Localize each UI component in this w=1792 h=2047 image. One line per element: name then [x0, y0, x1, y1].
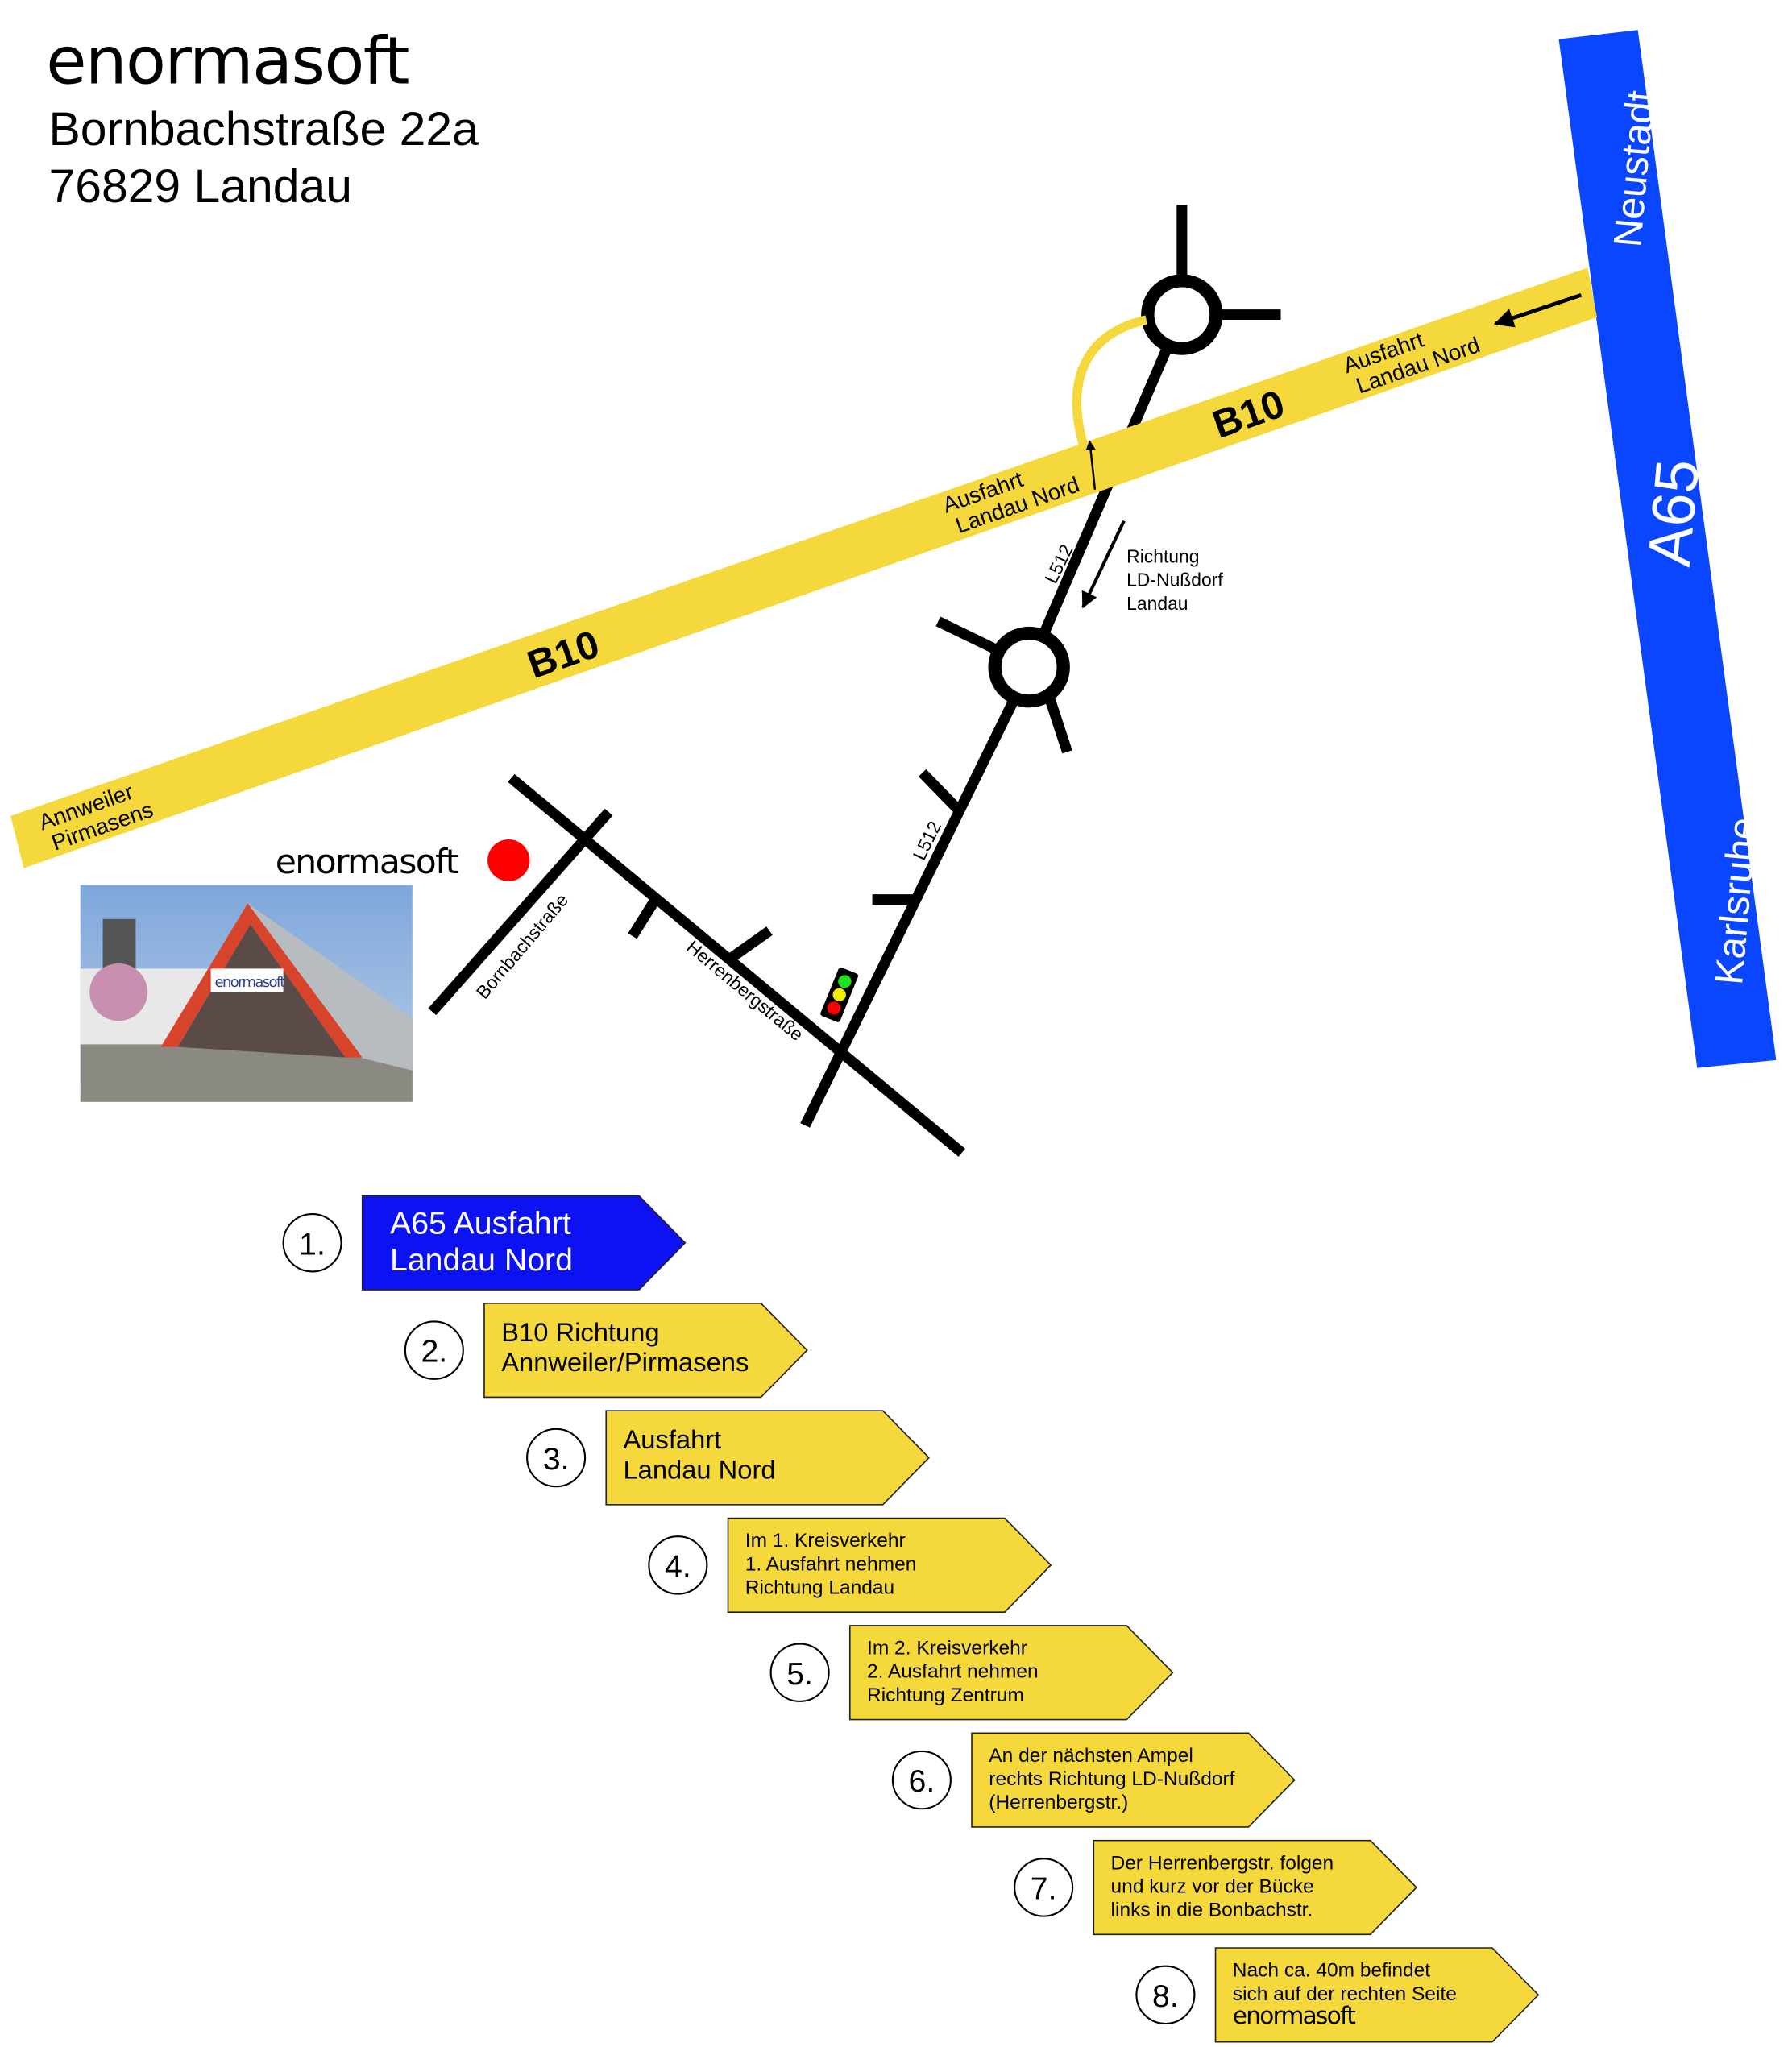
step-number: 5.	[786, 1657, 813, 1692]
direction-label: Richtung LD-Nußdorf Landau	[1126, 546, 1228, 614]
roundabout-1	[1141, 274, 1223, 355]
step-text-line: Landau Nord	[623, 1456, 775, 1485]
photo-sign: enormasoft	[215, 974, 286, 991]
company-logo: enormasoft	[46, 23, 409, 100]
step-number-circle	[648, 1535, 708, 1595]
address-street: Bornbachstraße 22a	[49, 103, 479, 155]
step-arrow-box	[971, 1732, 1296, 1828]
a65-road	[1558, 30, 1777, 1068]
step-text-line: B10 Richtung	[501, 1318, 659, 1347]
step-text-line: enormasoft	[1233, 2002, 1356, 2029]
step-text-line: (Herrenbergstr.)	[989, 1792, 1128, 1813]
step-number: 6.	[909, 1764, 935, 1799]
step-text-line: Im 2. Kreisverkehr	[867, 1638, 1027, 1660]
arrow-up-icon	[1085, 440, 1097, 490]
roundabout-2	[988, 626, 1070, 708]
step-text-line: Annweiler/Pirmasens	[501, 1348, 749, 1377]
step-text-line: 1. Ausfahrt nehmen	[745, 1553, 917, 1575]
step-text-line: links in die Bonbachstr.	[1111, 1900, 1313, 1921]
exit-ramp	[1072, 315, 1147, 445]
step-number: 3.	[543, 1442, 570, 1477]
step-text-line: Der Herrenbergstr. folgen	[1111, 1852, 1334, 1874]
local-roads	[428, 205, 1281, 1157]
step-text-line: Richtung Zentrum	[867, 1684, 1024, 1706]
step-text-line: Richtung Landau	[745, 1577, 894, 1599]
step-text-line: Landau Nord	[390, 1243, 573, 1278]
step-arrow-box	[1214, 1947, 1540, 2043]
step-text-line: sich auf der rechten Seite	[1233, 1983, 1457, 2005]
direction-line2: LD-Nußdorf	[1126, 570, 1223, 590]
traffic-light-icon	[820, 967, 859, 1022]
step-arrow-box	[361, 1195, 687, 1291]
step-number-circle	[526, 1428, 587, 1488]
step-number-circle	[282, 1213, 342, 1273]
a65-label: A65	[1634, 457, 1711, 569]
step-text-line: A65 Ausfahrt	[390, 1207, 571, 1241]
step-number: 4.	[665, 1550, 691, 1585]
step-text-line: und kurz vor der Bücke	[1111, 1876, 1314, 1898]
step-arrow-box	[605, 1410, 931, 1506]
step-arrow-box	[848, 1625, 1174, 1721]
step-text-line: Nach ca. 40m befindet	[1233, 1960, 1431, 1982]
b10-label-east: B10	[1207, 382, 1290, 446]
step-number-circle	[891, 1750, 952, 1810]
b10-label-west: B10	[522, 623, 605, 687]
direction-line3: Landau	[1126, 593, 1188, 614]
arrow-down-icon	[1081, 520, 1126, 609]
office-photo: enormasoft	[80, 885, 413, 1102]
marker-logo: enormasoft	[276, 842, 458, 881]
step-text-line: rechts Richtung LD-Nußdorf	[989, 1768, 1234, 1790]
b10-west-label: Annweiler Pirmasens	[35, 775, 156, 857]
address-city: 76829 Landau	[49, 160, 352, 213]
step-number-circle	[1135, 1965, 1196, 2025]
step-text-line: Ausfahrt	[623, 1425, 721, 1454]
step-arrow-box	[483, 1302, 808, 1399]
direction-line1: Richtung	[1126, 546, 1199, 567]
step-number-circle	[769, 1643, 830, 1702]
location-marker-icon	[487, 839, 530, 881]
arrow-exit-a65-icon	[1493, 292, 1583, 328]
step-number: 1.	[299, 1227, 326, 1262]
step-text-line: An der nächsten Ampel	[989, 1745, 1193, 1767]
step-number-circle	[1014, 1858, 1074, 1917]
step-arrow-box	[727, 1517, 1052, 1614]
b10-road	[10, 267, 1597, 868]
step-number-circle	[404, 1320, 464, 1380]
step-text-line: 2. Ausfahrt nehmen	[867, 1661, 1039, 1683]
step-number: 8.	[1152, 1979, 1179, 2014]
step-number: 2.	[421, 1335, 447, 1370]
step-text-line: Im 1. Kreisverkehr	[745, 1530, 906, 1552]
step-number: 7.	[1031, 1872, 1057, 1907]
step-arrow-box	[1093, 1839, 1418, 1936]
